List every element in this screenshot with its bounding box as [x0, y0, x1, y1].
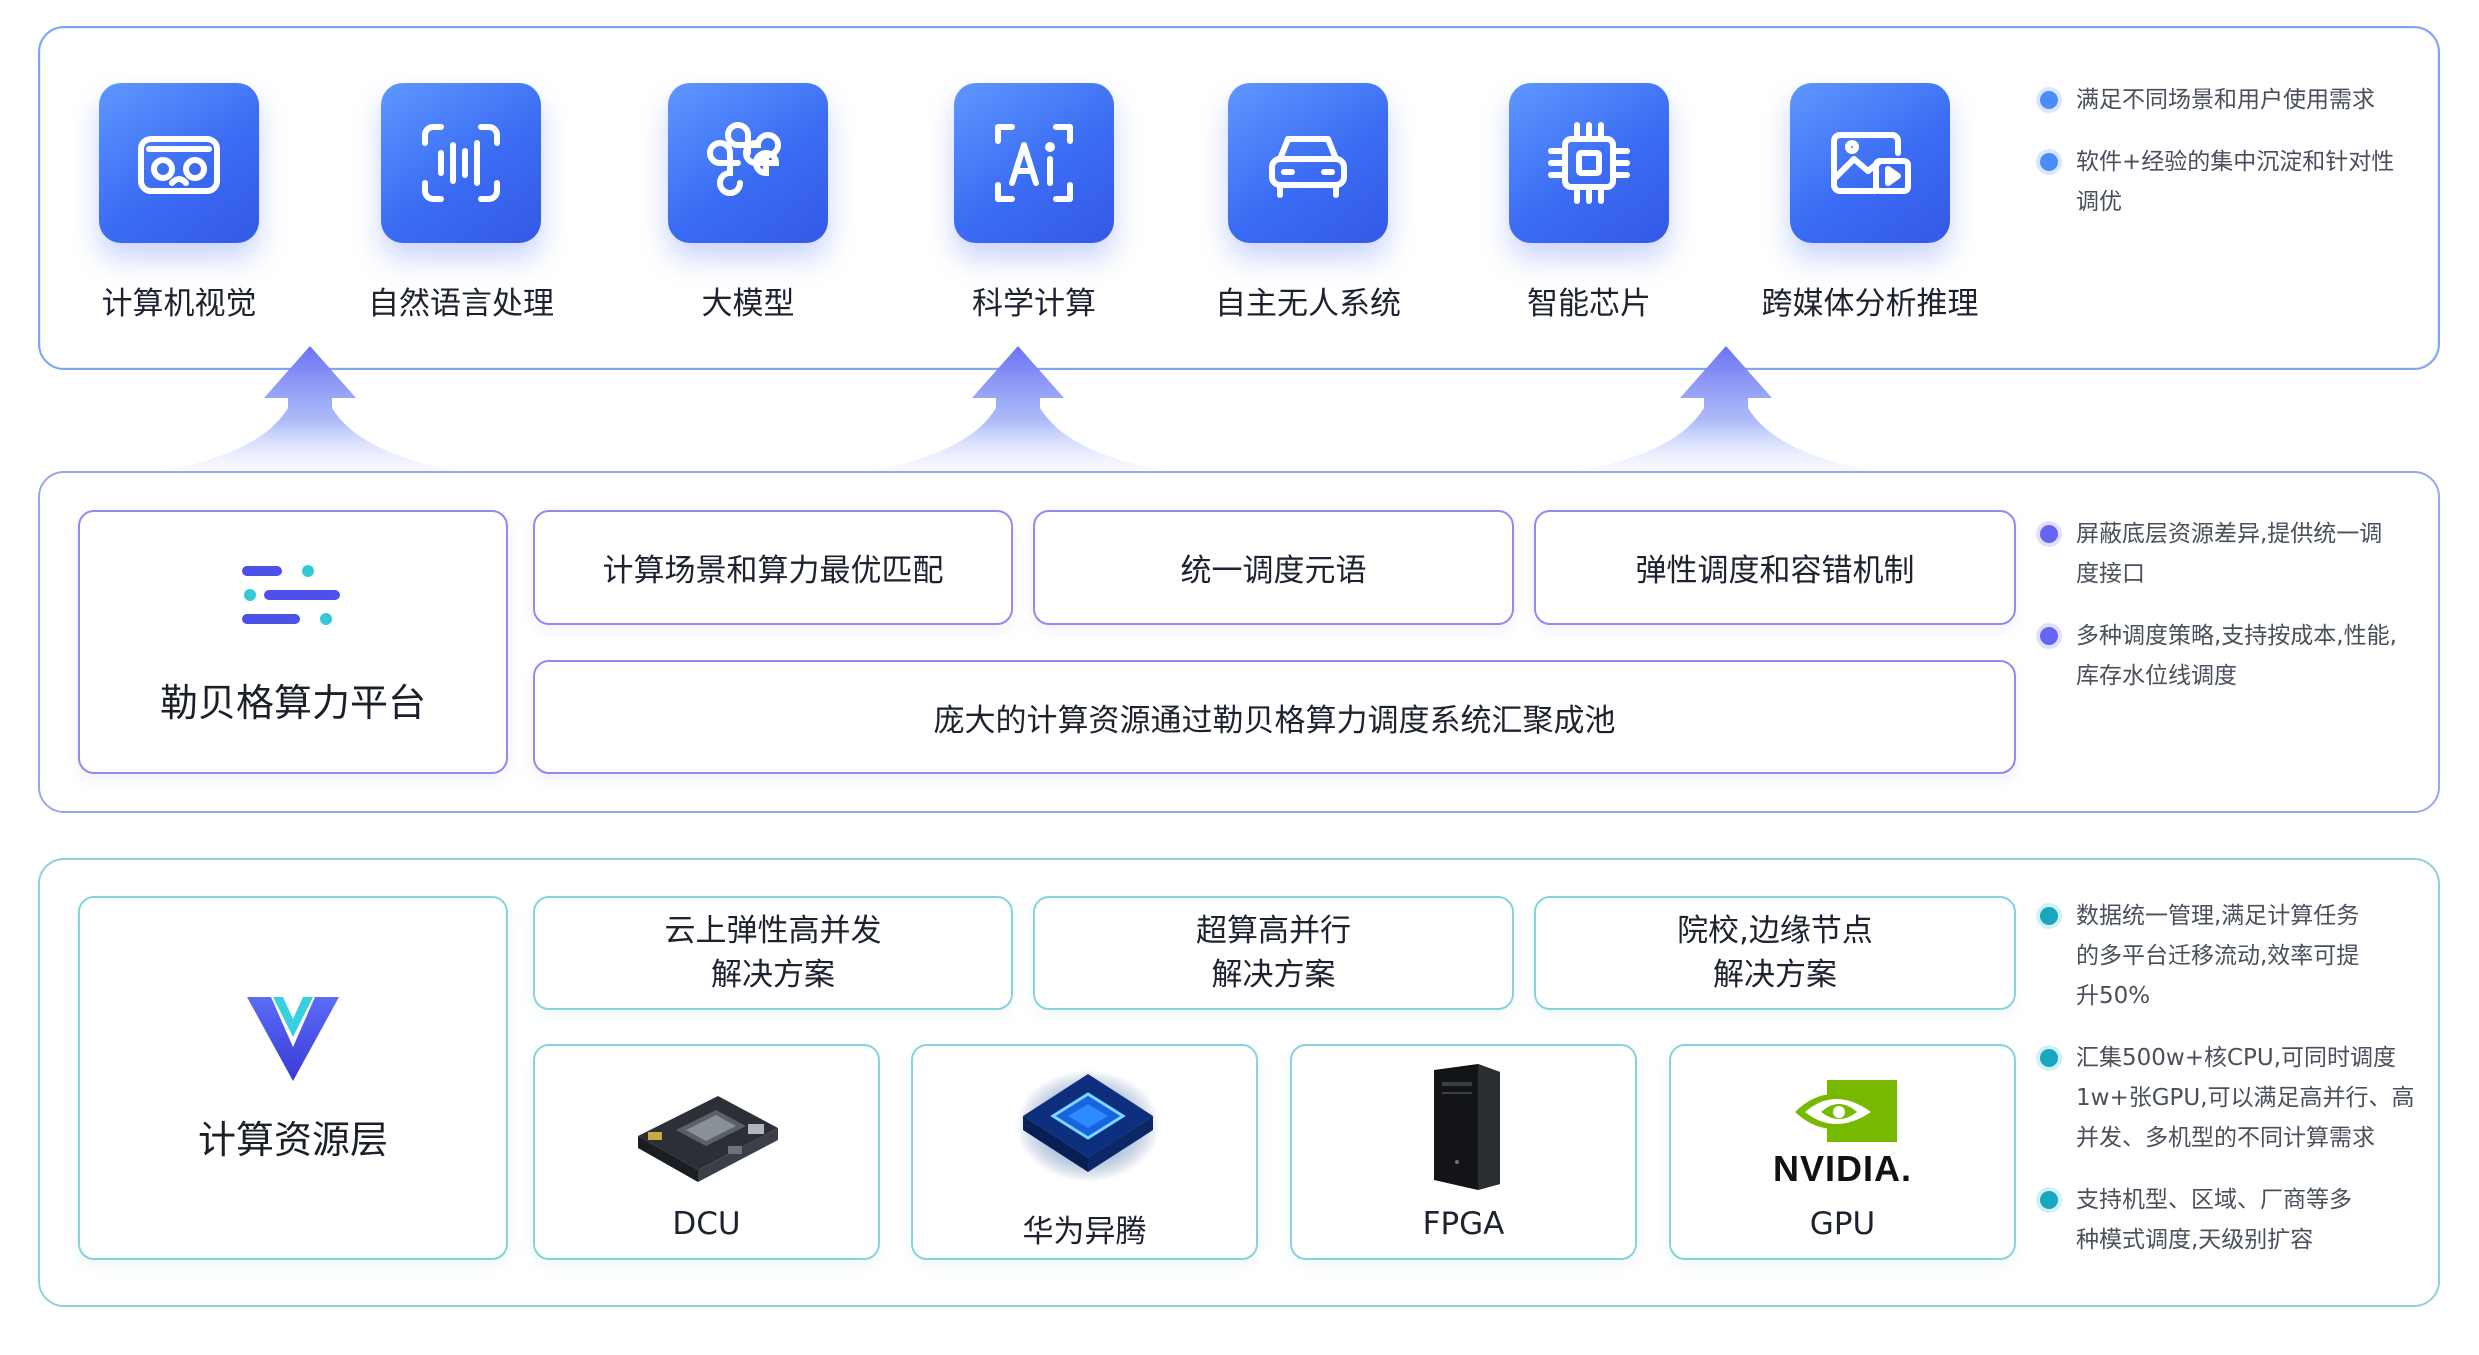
note-text: 满足不同场景和用户使用需求 [2076, 87, 2375, 113]
resource-title: 计算资源层 [197, 1117, 388, 1162]
up-arrow-icon [160, 346, 460, 471]
note-text: 升50% [2076, 983, 2151, 1009]
platform-notes: 屏蔽底层资源差异,提供统一调 度接口 多种调度策略,支持按成本,性能, 库存水位… [2040, 514, 2430, 718]
note-text: 的多平台迁移流动,效率可提 [2076, 943, 2360, 969]
bullet-dot-icon [2040, 1191, 2058, 1209]
network-knot-icon [668, 83, 828, 243]
hardware-label: FPGA [1422, 1206, 1505, 1242]
resource-logo-icon [247, 996, 339, 1081]
bullet-dot-icon [2040, 91, 2058, 109]
platform-feature-text: 计算场景和算力最优匹配 [602, 553, 944, 589]
voice-wave-icon [381, 83, 541, 243]
note-text: 度接口 [2076, 561, 2145, 587]
solution-box: 云上弹性高并发 解决方案 [533, 896, 1013, 1010]
solution-text: 解决方案 [1211, 957, 1336, 993]
hardware-card-gpu: NVIDIA. GPU [1669, 1044, 2016, 1260]
bullet-dot-icon [2040, 1049, 2058, 1067]
platform-feature-box: 统一调度元语 [1033, 510, 1514, 625]
application-label: 科学计算 [972, 286, 1096, 322]
note-item: 数据统一管理,满足计算任务 的多平台迁移流动,效率可提 升50% [2040, 896, 2430, 1016]
nvidia-logo-text: NVIDIA. [1772, 1148, 1912, 1189]
car-icon [1228, 83, 1388, 243]
platform-logo-icon [242, 564, 340, 625]
note-text: 数据统一管理,满足计算任务 [2076, 903, 2360, 929]
bullet-dot-icon [2040, 627, 2058, 645]
resource-pool-text: 庞大的计算资源通过勒贝格算力调度系统汇聚成池 [933, 702, 1616, 739]
media-image-icon [1790, 83, 1950, 243]
note-text: 种模式调度,天级别扩容 [2076, 1227, 2314, 1253]
note-text: 汇集500w+核CPU,可同时调度 [2076, 1045, 2397, 1071]
note-text: 库存水位线调度 [2076, 663, 2237, 689]
ascend-chip-icon [1016, 1070, 1160, 1182]
note-item: 多种调度策略,支持按成本,性能, 库存水位线调度 [2040, 616, 2430, 696]
note-text: 1w+张GPU,可以满足高并行、高 [2076, 1085, 2415, 1111]
up-arrow-icon [868, 346, 1168, 471]
solution-text: 超算高并行 [1196, 913, 1351, 949]
application-label: 自主无人系统 [1215, 286, 1401, 322]
platform-feature-text: 弹性调度和容错机制 [1635, 553, 1915, 589]
bullet-dot-icon [2040, 907, 2058, 925]
application-label: 智能芯片 [1527, 286, 1651, 322]
bullet-dot-icon [2040, 525, 2058, 543]
bullet-dot-icon [2040, 153, 2058, 171]
ai-scan-icon [954, 83, 1114, 243]
dcu-board-icon [638, 1096, 778, 1182]
application-label: 计算机视觉 [101, 286, 257, 322]
hardware-label: GPU [1809, 1206, 1876, 1242]
note-text: 调优 [2076, 189, 2122, 215]
platform-feature-box: 计算场景和算力最优匹配 [533, 510, 1013, 625]
application-label: 大模型 [701, 286, 795, 322]
solution-text: 解决方案 [711, 957, 835, 993]
note-text: 支持机型、区域、厂商等多 [2076, 1187, 2352, 1213]
note-text: 软件+经验的集中沉淀和针对性 [2076, 149, 2395, 175]
platform-feature-text: 统一调度元语 [1180, 553, 1367, 589]
server-tower-icon [1434, 1064, 1500, 1190]
note-item: 支持机型、区域、厂商等多 种模式调度,天级别扩容 [2040, 1180, 2430, 1260]
platform-title: 勒贝格算力平台 [159, 680, 426, 725]
resource-notes: 数据统一管理,满足计算任务 的多平台迁移流动,效率可提 升50% 汇集500w+… [2040, 896, 2430, 1282]
resource-title-card: 计算资源层 [78, 896, 508, 1260]
solution-text: 云上弹性高并发 [664, 913, 882, 949]
platform-title-card: 勒贝格算力平台 [78, 510, 508, 774]
application-notes: 满足不同场景和用户使用需求 软件+经验的集中沉淀和针对性 调优 [2040, 80, 2420, 222]
solution-text: 院校,边缘节点 [1677, 913, 1873, 949]
solution-box: 超算高并行 解决方案 [1033, 896, 1514, 1010]
note-text: 屏蔽底层资源差异,提供统一调 [2076, 521, 2383, 547]
note-text: 多种调度策略,支持按成本,性能, [2076, 623, 2397, 649]
application-label: 跨媒体分析推理 [1761, 286, 1979, 322]
note-item: 软件+经验的集中沉淀和针对性 调优 [2040, 142, 2420, 222]
up-arrow-icon [1576, 346, 1876, 471]
solution-box: 院校,边缘节点 解决方案 [1534, 896, 2016, 1010]
hardware-card-fpga: FPGA [1290, 1044, 1637, 1260]
note-item: 汇集500w+核CPU,可同时调度 1w+张GPU,可以满足高并行、高 并发、多… [2040, 1038, 2430, 1158]
note-text: 并发、多机型的不同计算需求 [2076, 1125, 2375, 1151]
platform-feature-box: 弹性调度和容错机制 [1534, 510, 2016, 625]
chip-icon [1509, 83, 1669, 243]
hardware-card-huawei: 华为异腾 [911, 1044, 1258, 1260]
hardware-label: 华为异腾 [1022, 1214, 1147, 1250]
hardware-label: DCU [672, 1206, 741, 1242]
solution-text: 解决方案 [1713, 957, 1837, 993]
note-item: 满足不同场景和用户使用需求 [2040, 80, 2420, 120]
note-item: 屏蔽底层资源差异,提供统一调 度接口 [2040, 514, 2430, 594]
application-label: 自然语言处理 [368, 286, 554, 322]
vr-headset-icon [99, 83, 259, 243]
hardware-card-dcu: DCU [533, 1044, 880, 1260]
nvidia-eye-icon [1795, 1080, 1897, 1142]
resource-pool-box: 庞大的计算资源通过勒贝格算力调度系统汇聚成池 [533, 660, 2016, 774]
